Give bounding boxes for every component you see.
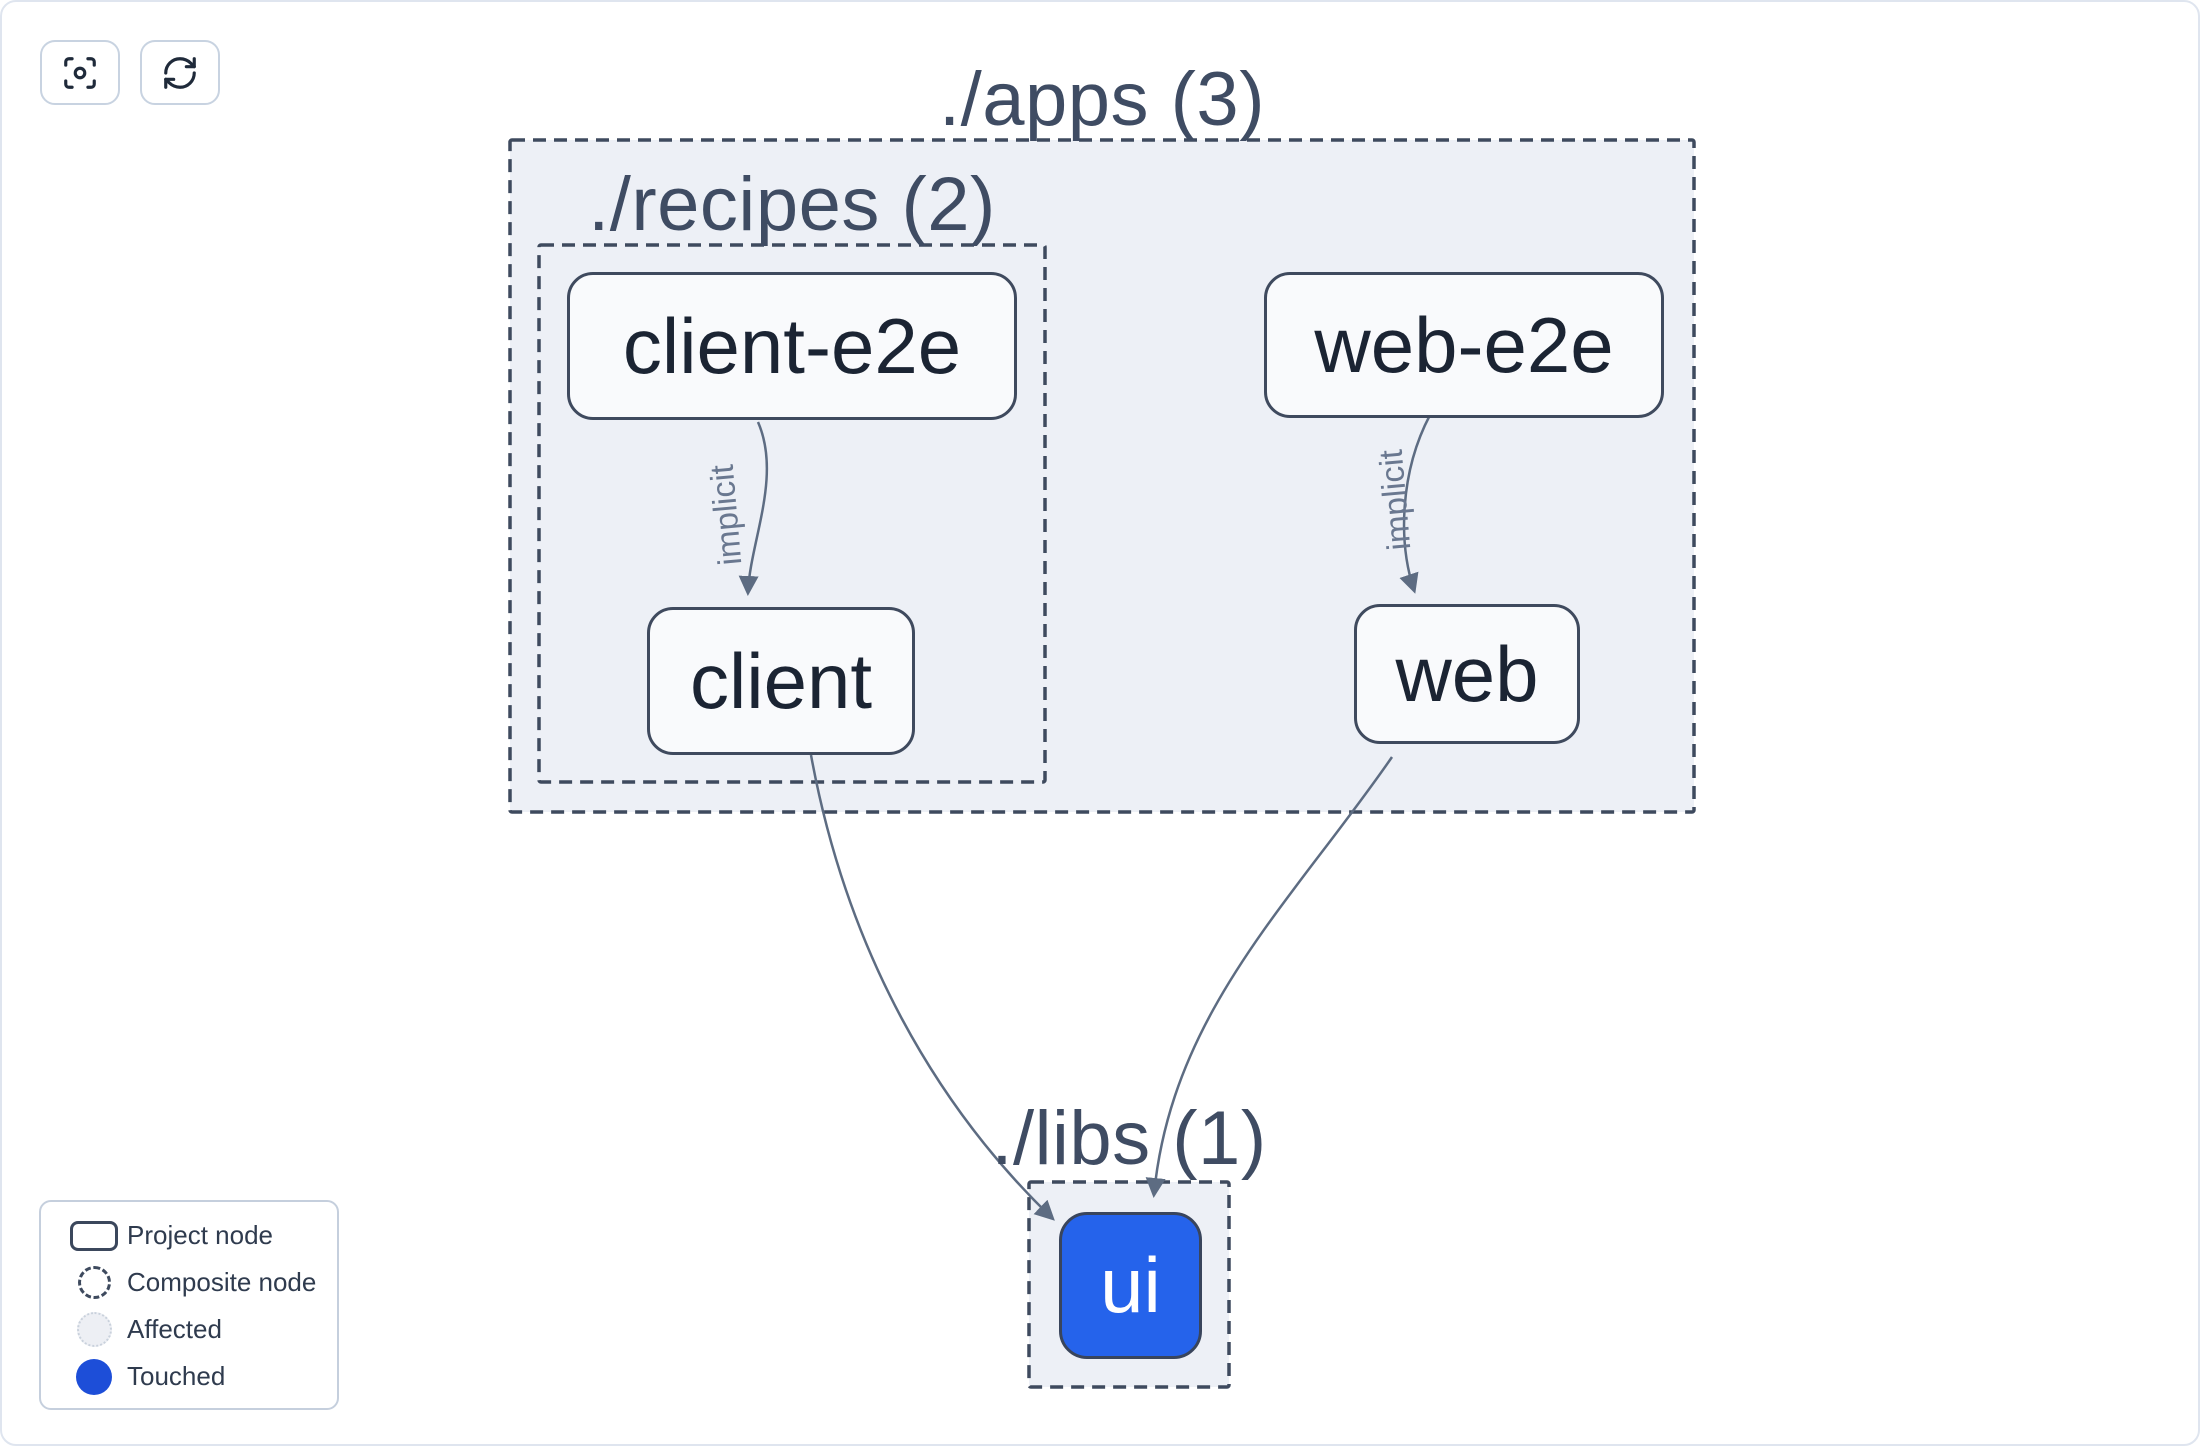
legend-item-affected: Affected: [61, 1306, 337, 1353]
refresh-icon: [164, 56, 196, 89]
project-node-swatch: [70, 1220, 118, 1251]
node-web-e2e[interactable]: web-e2e: [1264, 272, 1664, 418]
node-ui[interactable]: ui: [1059, 1212, 1202, 1359]
node-label-web-e2e: web-e2e: [1314, 300, 1614, 389]
composite-label-apps[interactable]: ./apps (3): [938, 57, 1266, 142]
edge-client-to-ui[interactable]: [809, 754, 1055, 1221]
edge-web-e2e-to-web[interactable]: [1399, 414, 1432, 594]
legend: Project node Composite node Affected Tou…: [39, 1200, 339, 1410]
refresh-button[interactable]: [140, 40, 220, 105]
legend-label: Project node: [127, 1220, 273, 1250]
node-client[interactable]: client: [647, 607, 915, 755]
legend-label: Affected: [127, 1314, 222, 1344]
affected-swatch: [76, 1312, 112, 1347]
node-label-client: client: [689, 636, 873, 725]
edge-web-to-ui[interactable]: [1145, 756, 1394, 1198]
legend-item-composite-node: Composite node: [61, 1259, 337, 1306]
touched-swatch: [76, 1358, 112, 1395]
node-label-web: web: [1395, 629, 1539, 718]
focus-button[interactable]: [40, 40, 120, 105]
focus-icon: [64, 56, 96, 89]
edge-client-e2e-to-client[interactable]: [738, 421, 769, 596]
node-web[interactable]: web: [1354, 604, 1580, 744]
node-label-client-e2e: client-e2e: [622, 301, 962, 390]
legend-label: Composite node: [127, 1267, 317, 1297]
legend-item-project-node: Project node: [61, 1212, 337, 1259]
graph-toolbar: [40, 40, 220, 105]
composite-label-libs[interactable]: ./libs (1): [991, 1096, 1267, 1181]
legend-item-touched: Touched: [61, 1353, 337, 1400]
node-label-ui: ui: [1100, 1241, 1161, 1329]
legend-label: Touched: [127, 1361, 226, 1391]
composite-label-recipes[interactable]: ./recipes (2): [588, 162, 996, 247]
node-client-e2e[interactable]: client-e2e: [567, 272, 1017, 420]
composite-node-swatch: [77, 1266, 111, 1299]
